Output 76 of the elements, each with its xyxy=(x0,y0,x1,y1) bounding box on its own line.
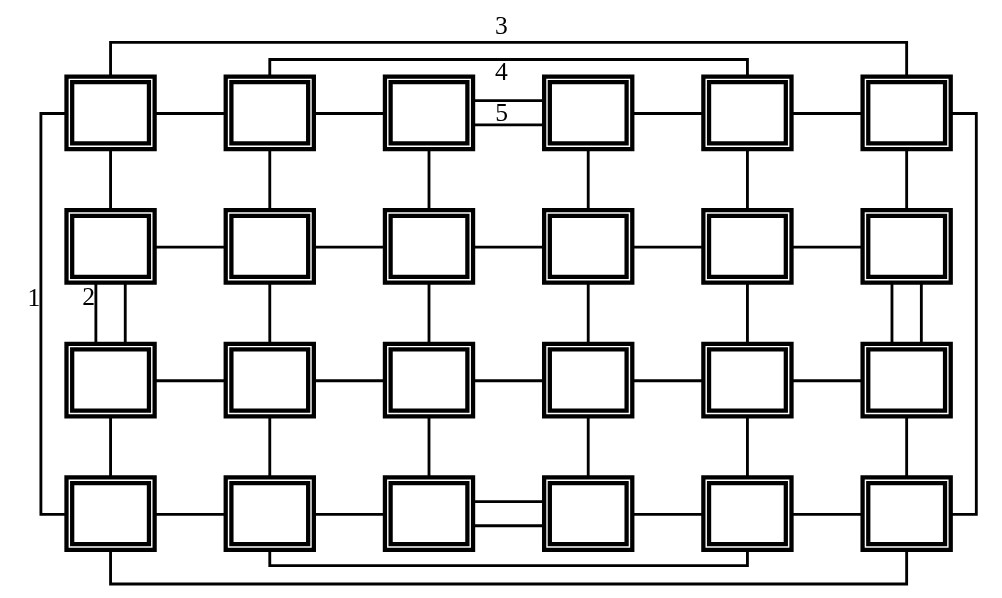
connector xyxy=(632,245,703,249)
connector xyxy=(108,149,112,210)
connector xyxy=(904,416,908,478)
node-box xyxy=(700,208,794,285)
node-box xyxy=(223,475,316,553)
connector xyxy=(791,245,863,249)
connector xyxy=(472,99,544,103)
connector xyxy=(93,282,97,344)
connector xyxy=(427,416,430,478)
connector xyxy=(313,112,385,115)
connector xyxy=(745,282,749,344)
node-box xyxy=(700,341,794,419)
connector xyxy=(472,245,544,249)
connector xyxy=(632,112,703,115)
node-box xyxy=(859,341,953,419)
connector xyxy=(108,416,112,478)
node-box xyxy=(859,208,953,285)
node-box xyxy=(700,475,794,553)
node-box xyxy=(859,74,953,152)
connector xyxy=(586,149,590,210)
node-box xyxy=(382,475,475,553)
node-box xyxy=(700,74,794,152)
node-box xyxy=(382,341,475,419)
connector xyxy=(154,379,226,383)
connector xyxy=(745,416,749,478)
connector xyxy=(904,149,908,210)
node-box xyxy=(63,341,157,419)
connector xyxy=(586,416,590,478)
node-box xyxy=(63,208,157,285)
connector xyxy=(313,379,385,383)
node-box xyxy=(541,475,634,553)
node-box xyxy=(63,74,157,152)
node-box xyxy=(382,74,475,152)
connector xyxy=(472,379,544,383)
connector xyxy=(632,512,703,516)
connector xyxy=(313,245,385,249)
edge-label: 3 xyxy=(494,11,508,41)
node-box xyxy=(223,341,316,419)
connector xyxy=(791,379,863,383)
node-box xyxy=(859,475,953,553)
connector xyxy=(472,500,544,503)
connector xyxy=(267,416,271,478)
edge-label: 2 xyxy=(81,282,95,312)
connector xyxy=(154,112,226,115)
node-box xyxy=(541,74,634,152)
connector xyxy=(632,379,703,383)
node-box xyxy=(541,341,634,419)
connector xyxy=(39,112,66,516)
edge-label: 1 xyxy=(26,282,40,312)
node-box xyxy=(541,208,634,285)
connector xyxy=(427,149,430,210)
connector xyxy=(791,112,863,115)
node-box xyxy=(223,208,316,285)
node-box xyxy=(382,208,475,285)
node-box xyxy=(223,74,316,152)
connector xyxy=(123,282,127,344)
edge-label: 5 xyxy=(494,98,508,128)
connector xyxy=(427,282,430,344)
connector xyxy=(791,512,863,516)
connector xyxy=(313,512,385,516)
connector xyxy=(890,282,893,344)
connector xyxy=(108,550,908,586)
connector xyxy=(267,550,749,567)
connector xyxy=(472,524,544,528)
connector xyxy=(154,512,226,516)
connector xyxy=(919,282,923,344)
edge-label: 4 xyxy=(494,56,508,86)
connector xyxy=(267,282,271,344)
node-box xyxy=(63,475,157,553)
connector xyxy=(950,112,978,516)
connector xyxy=(108,41,908,77)
connector xyxy=(154,245,226,249)
connector xyxy=(586,282,590,344)
connector xyxy=(472,123,544,127)
connector xyxy=(267,149,271,210)
connector xyxy=(745,149,749,210)
